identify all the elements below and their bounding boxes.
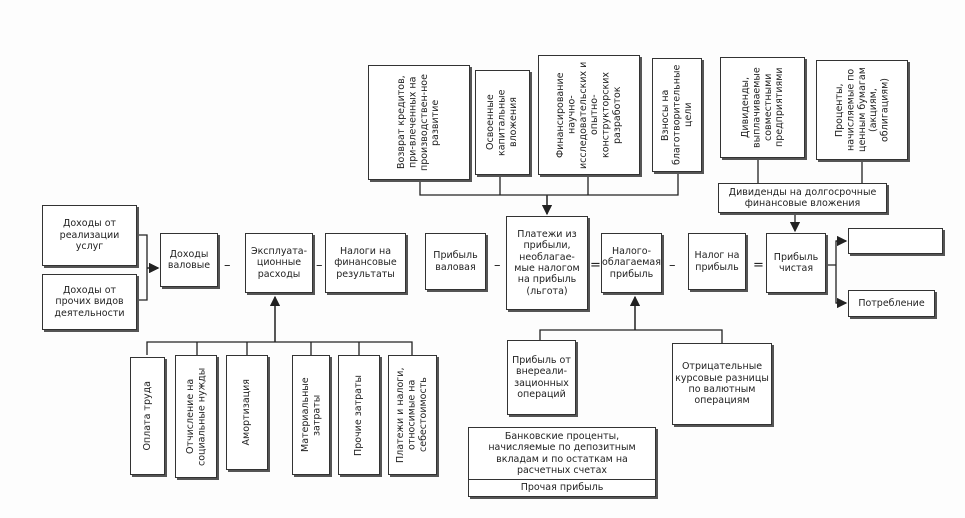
equals-sign: = <box>753 258 764 273</box>
income-sales-box: Доходы от реализации услуг <box>42 205 137 266</box>
charity-box: Взносы на благотворительные цели <box>652 58 702 172</box>
consumption-box: Потребление <box>848 290 935 317</box>
minus-sign: – <box>316 258 323 273</box>
capital-investment-box: Освоенные капитальные вложения <box>475 70 530 175</box>
cost-box: Оплата труда <box>130 357 165 475</box>
jv-dividends-box: Дивиденды, выплачиваемые совместными пре… <box>720 57 805 158</box>
cost-box: Прочие затраты <box>338 355 380 475</box>
minus-sign: – <box>494 258 501 273</box>
rnd-financing-box: Финансирование научно-исследовательских … <box>538 55 640 175</box>
tax-exempt-payments-box: Платежи из прибыли, необлагае-мые налого… <box>506 216 588 310</box>
securities-interest-box: Проценты, начисляемые по ценным бумагам … <box>816 60 908 160</box>
income-other-box: Доходы от прочих видов деятельности <box>42 274 137 330</box>
operating-costs-box: Эксплуата-ционные расходы <box>245 233 313 293</box>
minus-sign: – <box>224 258 231 273</box>
cost-box: Отчисление на социальные нужды <box>175 355 217 478</box>
cost-box: Материальные затраты <box>292 355 330 475</box>
gross-income-box: Доходы валовые <box>160 233 218 287</box>
gross-profit-box: Прибыль валовая <box>425 233 486 290</box>
taxable-profit-box: Налого-облагаемая прибыль <box>601 233 662 293</box>
net-profit-box: Прибыль чистая <box>766 233 826 293</box>
equals-sign: = <box>590 258 601 273</box>
financial-taxes-box: Налоги на финансовые результаты <box>325 233 406 293</box>
non-operating-profit-box: Прибыль от внереали-зационных операций <box>507 340 576 415</box>
bank-interest-box: Банковские проценты, начисляемые по депо… <box>468 427 656 480</box>
fx-differences-box: Отрицательные курсовые разницы по валютн… <box>672 343 772 425</box>
loan-repayment-box: Возврат кредитов, при-влеченных на произ… <box>368 65 470 180</box>
cost-box: Платежи и налоги, относимые на себестоим… <box>388 355 437 475</box>
longterm-dividends-box: Дивиденды на долгосрочные финансовые вло… <box>718 183 887 213</box>
profit-tax-box: Налог на прибыль <box>688 233 746 290</box>
minus-sign: – <box>669 258 676 273</box>
other-profit-box: Прочая прибыль <box>468 479 656 497</box>
empty-box <box>848 228 943 254</box>
cost-box: Амортизация <box>226 355 268 470</box>
